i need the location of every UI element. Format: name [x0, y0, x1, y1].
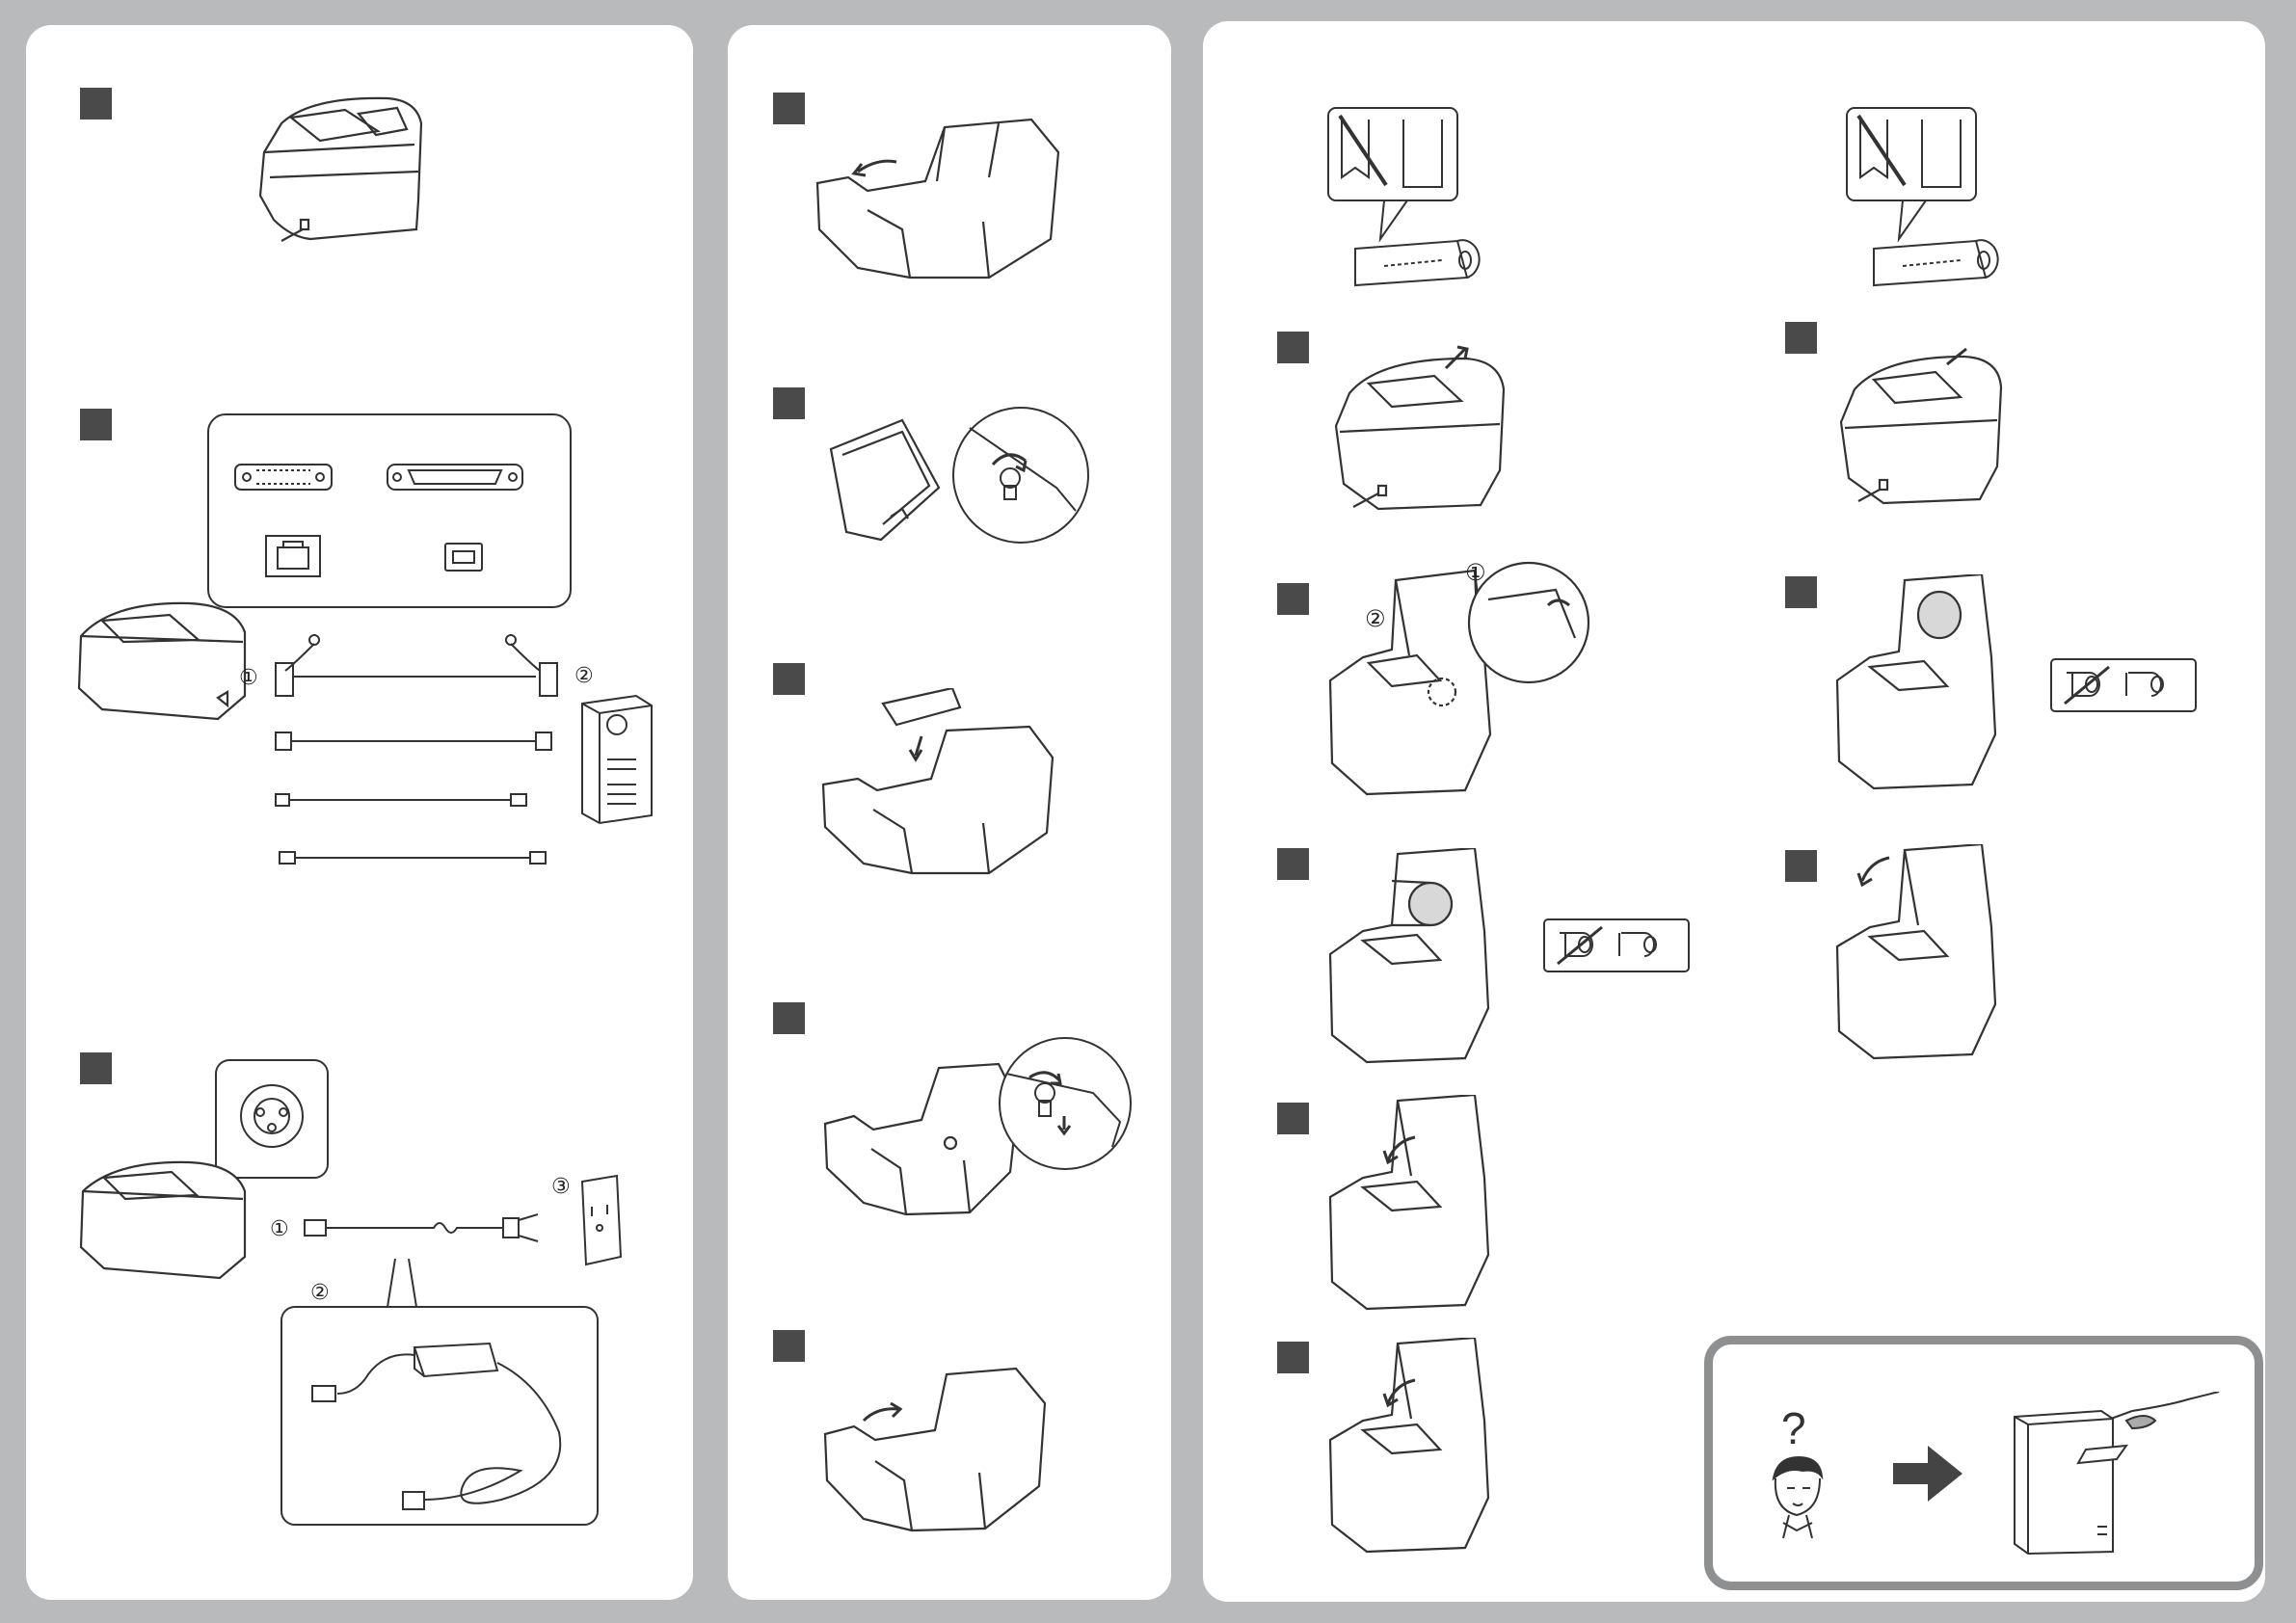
paper-orientation-icon [1845, 106, 2005, 295]
paper-roll-icon [1918, 592, 1961, 638]
step-marker-10 [1277, 583, 1309, 615]
marker-circled-1: ① [235, 661, 274, 692]
printer-icon [77, 1143, 251, 1288]
marker-circled-3: ③ [547, 1170, 586, 1201]
printer-icon [1835, 337, 2005, 507]
step-marker-13 [1277, 1342, 1309, 1373]
step-marker-11 [1277, 848, 1309, 880]
step-marker-5 [773, 387, 805, 419]
confused-person-icon [1764, 1453, 1831, 1540]
computer-tower-icon [578, 692, 655, 827]
printer-open-icon [810, 114, 1060, 283]
printer-icon [1330, 339, 1509, 513]
printer-icon [253, 85, 426, 249]
marker-circled-1: ① [1461, 557, 1500, 588]
marker-circled-1: ① [266, 1212, 305, 1243]
arrow-right-icon [1893, 1446, 1962, 1502]
marker-circled-2: ② [571, 659, 609, 690]
contact-dealer-icon [2005, 1392, 2223, 1556]
printer-close-icon [819, 1361, 1051, 1534]
printer-close-icon [1324, 1095, 1517, 1311]
svg-text:③: ③ [551, 1175, 571, 1199]
paper-roll-icon [1542, 918, 1691, 973]
step-marker-16 [1785, 850, 1817, 882]
step-marker-15 [1785, 576, 1817, 608]
question-mark: ? [1777, 1401, 1816, 1451]
paper-orientation-icon [1326, 106, 1486, 295]
step-marker-1 [80, 88, 112, 120]
svg-text:②: ② [1365, 605, 1386, 632]
step-marker-7 [773, 1002, 805, 1034]
svg-text:?: ? [1781, 1403, 1806, 1451]
marker-circled-2: ② [1361, 603, 1400, 634]
ac-adapter-icon [414, 1344, 497, 1376]
step-marker-8 [773, 1330, 805, 1362]
printer-paper-load-icon [1831, 574, 2024, 790]
knob-rotate-icon [950, 405, 1091, 545]
svg-text:①: ① [270, 1217, 289, 1241]
svg-text:②: ② [574, 664, 594, 688]
ribbon-cassette-icon [827, 401, 962, 545]
ac-adapter-callout [280, 1259, 601, 1529]
printer-close-icon [1831, 844, 2024, 1060]
printer-paper-load-icon [1324, 848, 1513, 1064]
paper-roll-icon [2049, 657, 2198, 713]
interface-connector-callout [206, 412, 573, 610]
cable-icon [241, 632, 569, 873]
step-marker-9 [1277, 332, 1309, 363]
printer-open-icon [819, 1054, 1022, 1218]
printer-icon [73, 582, 256, 727]
step-marker-6 [773, 663, 805, 695]
step-marker-2 [80, 409, 112, 440]
step-marker-3 [80, 1052, 112, 1084]
power-connector-icon [305, 1220, 326, 1236]
step-marker-4 [773, 93, 805, 124]
printer-ribbon-insert-icon [815, 688, 1056, 877]
svg-text:①: ① [239, 666, 258, 690]
printer-open-paper-icon [1324, 561, 1594, 798]
knob-rotate-icon [997, 1035, 1134, 1172]
step-marker-12 [1277, 1103, 1309, 1134]
svg-text:①: ① [1465, 559, 1486, 586]
step-marker-14 [1785, 322, 1817, 354]
printer-close-icon [1324, 1338, 1517, 1554]
paper-roll-icon [1409, 883, 1452, 925]
